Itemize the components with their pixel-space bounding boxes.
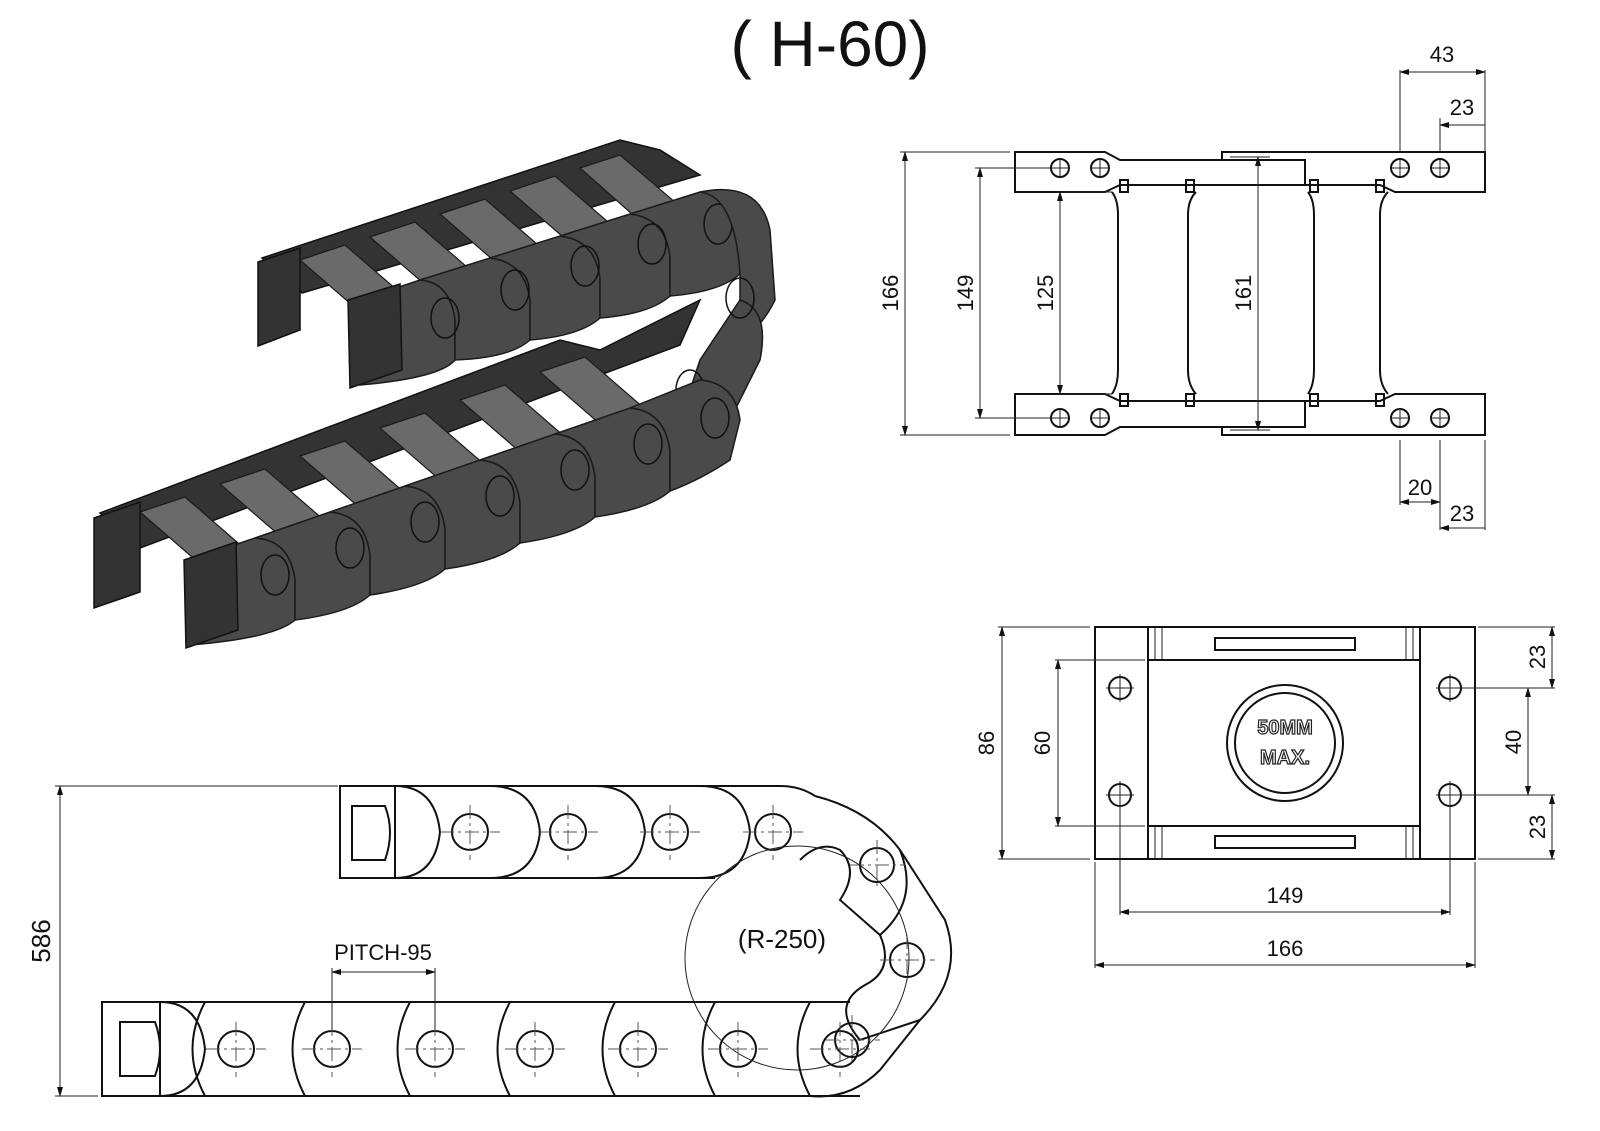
capacity-badge-line1: 50MM (1257, 717, 1313, 739)
dim-86-end: 86 (974, 731, 999, 755)
top-view: 166 149 125 161 43 23 20 23 (878, 42, 1486, 531)
dim-23-bottom: 23 (1450, 501, 1474, 526)
dim-166-end: 166 (1267, 936, 1304, 961)
dim-125-top: 125 (1033, 275, 1058, 312)
end-view: 50MM MAX. 86 60 23 40 23 149 166 (974, 626, 1555, 968)
dim-20-bottom: 20 (1408, 475, 1432, 500)
dim-23-end-bottom: 23 (1525, 815, 1550, 839)
drawing-title: ( H-60) (730, 8, 929, 80)
dim-43-top: 43 (1430, 42, 1454, 67)
capacity-badge-line2: MAX. (1260, 747, 1310, 769)
side-view: (R-250) PITCH-95 (26, 785, 953, 1098)
dim-161-top: 161 (1231, 275, 1256, 312)
dim-40-end: 40 (1501, 730, 1526, 754)
dim-60-end: 60 (1030, 731, 1055, 755)
dim-149-top: 149 (953, 275, 978, 312)
dim-23-top: 23 (1450, 95, 1474, 120)
dim-23-end-top: 23 (1525, 645, 1550, 669)
isometric-chain-view (93, 139, 776, 650)
dim-586-side: 586 (26, 919, 56, 962)
pitch-label: PITCH-95 (334, 940, 432, 965)
bend-radius-label: (R-250) (738, 924, 826, 954)
dim-149-end: 149 (1267, 883, 1304, 908)
dim-166-top: 166 (878, 275, 903, 312)
